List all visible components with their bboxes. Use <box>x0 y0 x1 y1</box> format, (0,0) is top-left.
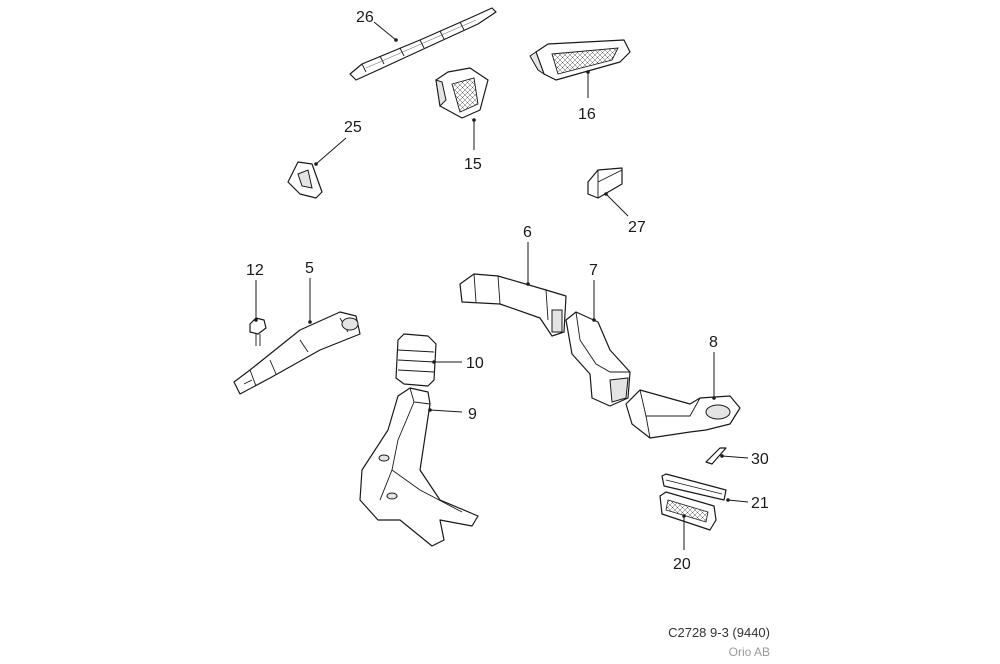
part-26-defroster-nozzle <box>349 7 497 81</box>
callout-labels: 26 16 15 25 27 6 7 12 5 8 10 9 30 21 20 <box>246 9 769 573</box>
diagram-source-credit: Orio AB <box>728 645 770 659</box>
part-27-foam-block <box>587 167 623 199</box>
part-6-duct <box>459 273 567 337</box>
part-9-floor-duct <box>359 387 479 547</box>
part-21-strip <box>661 473 727 501</box>
callout-6: 6 <box>523 224 532 241</box>
callout-20: 20 <box>673 556 691 573</box>
part-25-corner-vent <box>287 161 323 199</box>
diagram-reference-code: C2728 9-3 (9440) <box>668 625 770 640</box>
callout-9: 9 <box>468 406 477 423</box>
callout-10: 10 <box>466 355 484 372</box>
callout-30: 30 <box>751 451 769 468</box>
callout-7: 7 <box>589 262 598 279</box>
part-16-center-vent <box>529 39 631 81</box>
part-12-screw <box>249 317 267 346</box>
callout-5: 5 <box>305 260 314 277</box>
part-8-outlet-duct <box>625 389 741 439</box>
callout-21: 21 <box>751 495 769 512</box>
part-7-elbow-duct <box>565 311 631 407</box>
part-15-side-vent <box>435 67 489 119</box>
part-30-clip <box>705 447 727 465</box>
callout-25: 25 <box>344 119 362 136</box>
part-10-bellows <box>395 333 437 387</box>
leader-lines <box>254 21 749 550</box>
callout-12: 12 <box>246 262 264 279</box>
callout-26: 26 <box>356 9 374 26</box>
callout-16: 16 <box>578 106 596 123</box>
part-5-side-duct <box>233 311 361 395</box>
part-20-grille <box>659 491 717 531</box>
callout-27: 27 <box>628 219 646 236</box>
callout-15: 15 <box>464 156 482 173</box>
callout-8: 8 <box>709 334 718 351</box>
